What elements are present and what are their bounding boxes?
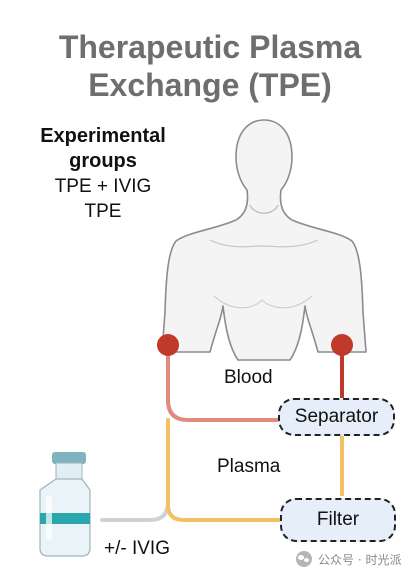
access-point-right — [331, 334, 353, 356]
plasma-line — [166, 418, 282, 522]
groups-heading-line-1: Experimental — [40, 125, 166, 147]
ivig-label: +/- IVIG — [104, 538, 170, 559]
ivig-vial-icon — [39, 452, 91, 557]
groups-heading-line-2: groups — [69, 150, 137, 172]
access-point-left — [157, 334, 179, 356]
ivig-line — [100, 418, 170, 522]
plasma-label: Plasma — [217, 456, 281, 477]
experimental-groups: Experimental groups TPE + IVIG TPE — [18, 124, 188, 224]
title-line-2: Exchange (TPE) — [88, 67, 332, 103]
filter-box: Filter — [280, 498, 396, 542]
filter-label: Filter — [316, 509, 360, 530]
wechat-icon — [296, 551, 312, 567]
blood-label: Blood — [224, 367, 273, 388]
human-torso-icon — [161, 119, 367, 361]
blood-return-line — [166, 343, 282, 422]
watermark: 公众号 · 时光派 — [296, 548, 416, 570]
diagram-title: Therapeutic Plasma Exchange (TPE) — [0, 28, 420, 104]
watermark-text: 公众号 · 时光派 — [318, 552, 402, 567]
group-item-tpe-ivig: TPE + IVIG — [54, 176, 152, 197]
group-item-tpe: TPE — [84, 201, 122, 222]
title-line-1: Therapeutic Plasma — [58, 29, 362, 65]
separator-box: Separator — [278, 398, 395, 436]
separator-label: Separator — [294, 406, 379, 427]
